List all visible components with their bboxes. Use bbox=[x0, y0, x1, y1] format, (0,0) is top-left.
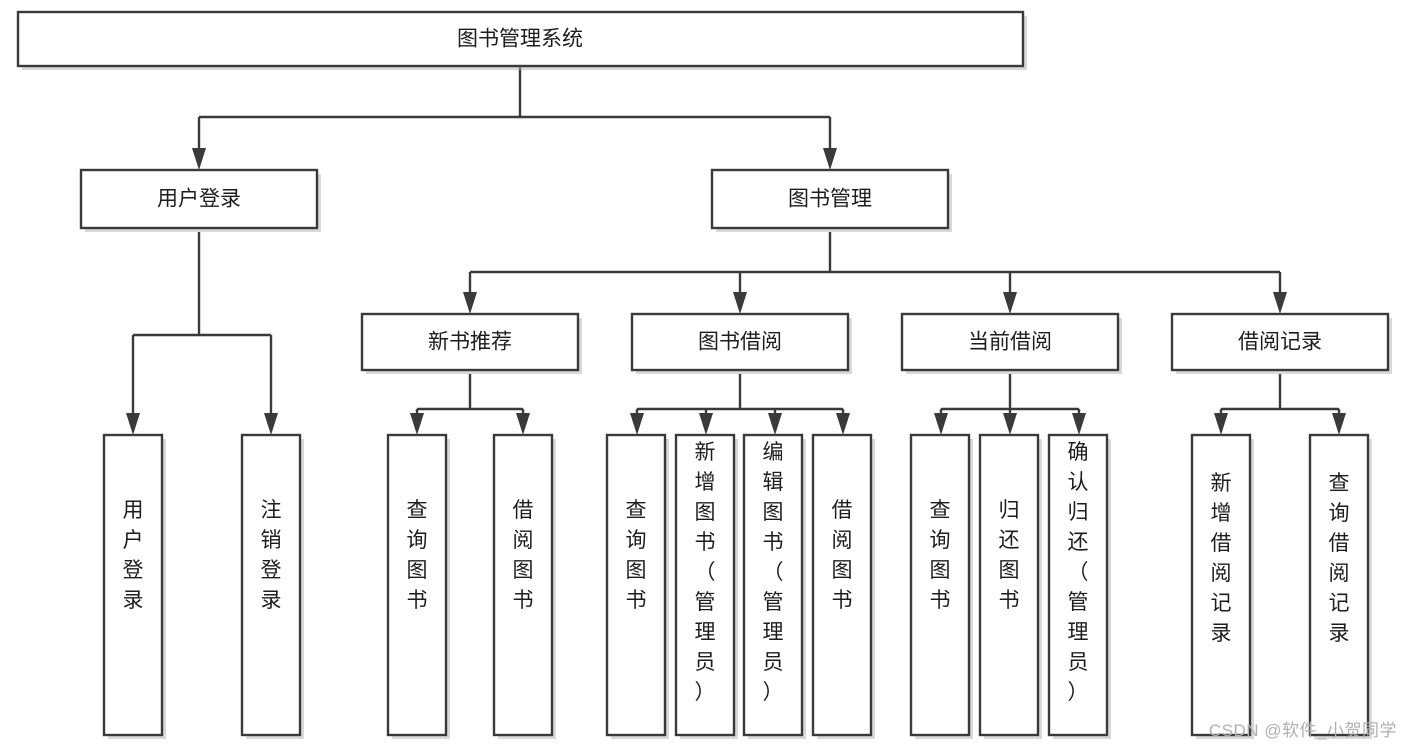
node-root-label: 图书管理系统 bbox=[457, 28, 583, 51]
leaf-query-book-1-label: 查询图书 bbox=[407, 499, 428, 612]
leaf-query-book-3-label: 查询图书 bbox=[930, 499, 951, 612]
leaf-confirm-return-label: 确认归还（管理员） bbox=[1068, 441, 1089, 704]
arrow-to-book-borrow bbox=[733, 292, 747, 314]
arrow-leaf-edit-book bbox=[768, 413, 782, 435]
leaf-borrow-book-1[interactable]: 借阅图书 bbox=[492, 433, 556, 739]
leaf-add-record-label: 新增借阅记录 bbox=[1211, 472, 1232, 645]
node-new-book-recommend-label: 新书推荐 bbox=[428, 331, 512, 354]
leaf-query-book-2-label: 查询图书 bbox=[626, 499, 647, 612]
arrow-to-current-borrow bbox=[1003, 292, 1017, 314]
node-user-login-label: 用户登录 bbox=[157, 188, 241, 211]
arrow-leaf-query-book-3 bbox=[934, 413, 948, 435]
leaf-edit-book[interactable]: 编辑图书（管理员） bbox=[742, 433, 806, 739]
leaf-query-book-2[interactable]: 查询图书 bbox=[605, 433, 669, 739]
leaf-query-book-3[interactable]: 查询图书 bbox=[909, 433, 973, 739]
arrow-leaf-query-book-2 bbox=[630, 413, 644, 435]
leaf-confirm-return[interactable]: 确认归还（管理员） bbox=[1047, 433, 1111, 739]
leaf-borrow-book-2-label: 借阅图书 bbox=[832, 499, 853, 612]
arrow-leaf-add-book bbox=[699, 413, 713, 435]
arrow-to-book-manage bbox=[823, 148, 837, 170]
leaf-borrow-book-2[interactable]: 借阅图书 bbox=[811, 433, 875, 739]
leaf-return-book-label: 归还图书 bbox=[999, 499, 1020, 612]
node-book-manage[interactable]: 图书管理 bbox=[710, 168, 952, 232]
leaf-add-book-label: 新增图书（管理员） bbox=[695, 441, 716, 704]
arrow-to-borrow-record bbox=[1273, 292, 1287, 314]
arrow-to-new-book-recommend bbox=[463, 292, 477, 314]
node-current-borrow-label: 当前借阅 bbox=[968, 331, 1052, 354]
leaf-add-record[interactable]: 新增借阅记录 bbox=[1190, 433, 1254, 739]
node-new-book-recommend[interactable]: 新书推荐 bbox=[360, 312, 582, 374]
connector-layer bbox=[126, 66, 1346, 435]
arrow-leaf-user-login bbox=[126, 413, 140, 435]
arrow-leaf-query-record bbox=[1332, 413, 1346, 435]
arrow-leaf-query-book-1 bbox=[410, 413, 424, 435]
node-book-borrow[interactable]: 图书借阅 bbox=[630, 312, 852, 374]
leaf-user-login[interactable]: 用户登录 bbox=[102, 433, 166, 739]
leaf-user-logout[interactable]: 注销登录 bbox=[240, 433, 304, 739]
arrow-leaf-user-logout bbox=[264, 413, 278, 435]
arrow-leaf-add-record bbox=[1214, 413, 1228, 435]
arrow-leaf-borrow-book-1 bbox=[516, 413, 530, 435]
leaf-borrow-book-1-label: 借阅图书 bbox=[513, 499, 534, 612]
leaf-query-book-1[interactable]: 查询图书 bbox=[386, 433, 450, 739]
node-user-login[interactable]: 用户登录 bbox=[79, 168, 321, 232]
leaf-edit-book-label: 编辑图书（管理员） bbox=[763, 441, 784, 704]
leaf-add-book[interactable]: 新增图书（管理员） bbox=[674, 433, 738, 739]
leaf-user-logout-label: 注销登录 bbox=[261, 499, 282, 612]
leaf-query-record-label: 查询借阅记录 bbox=[1329, 472, 1350, 645]
leaf-return-book[interactable]: 归还图书 bbox=[978, 433, 1042, 739]
leaf-query-record[interactable]: 查询借阅记录 bbox=[1308, 433, 1372, 739]
node-current-borrow[interactable]: 当前借阅 bbox=[900, 312, 1122, 374]
csdn-watermark: CSDN @软件_小贺同学 bbox=[1208, 721, 1397, 740]
node-borrow-record-label: 借阅记录 bbox=[1238, 331, 1322, 354]
arrow-leaf-return-book bbox=[1003, 413, 1017, 435]
arrow-to-user-login bbox=[192, 148, 206, 170]
arrow-leaf-confirm-return bbox=[1072, 413, 1086, 435]
node-borrow-record[interactable]: 借阅记录 bbox=[1170, 312, 1392, 374]
leaf-user-login-label: 用户登录 bbox=[123, 499, 144, 612]
node-book-borrow-label: 图书借阅 bbox=[698, 331, 782, 354]
node-book-manage-label: 图书管理 bbox=[788, 188, 872, 211]
arrow-leaf-borrow-book-2 bbox=[836, 413, 850, 435]
node-root[interactable]: 图书管理系统 bbox=[16, 10, 1027, 70]
